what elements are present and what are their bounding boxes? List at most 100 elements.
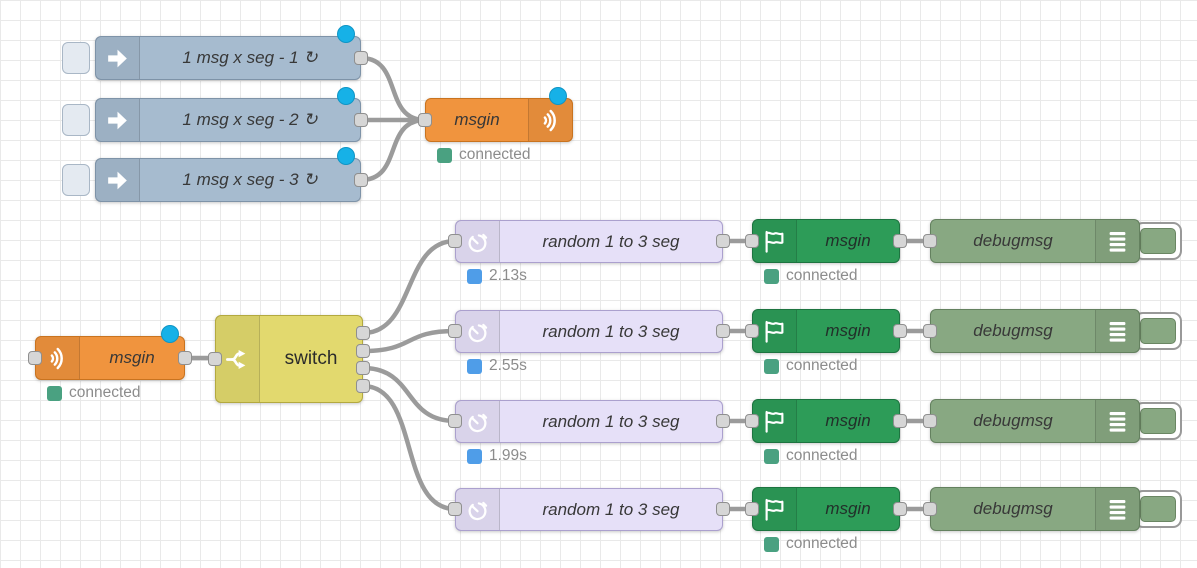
debug-label-4: debugmsg <box>973 499 1053 518</box>
port[interactable] <box>178 351 192 365</box>
debug-toggle-3[interactable] <box>1134 402 1182 440</box>
port[interactable] <box>716 234 730 248</box>
inject-button-3[interactable] <box>62 164 90 196</box>
mqtt-green-label-4: msgin <box>825 499 871 518</box>
status-dot-connected <box>47 385 62 401</box>
port[interactable] <box>356 379 370 393</box>
flag-icon <box>753 310 797 352</box>
inject-node-3[interactable]: 1 msg x seg - 3 ↻ <box>95 158 361 202</box>
mqtt-green-node-4[interactable]: msgin <box>752 487 900 531</box>
changed-marker <box>337 87 355 105</box>
port[interactable] <box>923 414 937 428</box>
mqtt-green-node-2[interactable]: msgin <box>752 309 900 353</box>
status-mqtt-out-top: connected <box>437 147 531 163</box>
inject-node-1[interactable]: 1 msg x seg - 1 ↻ <box>95 36 361 80</box>
status-mqtt-green-3: connected <box>764 448 858 464</box>
status-delay-2: 2.55s <box>467 358 527 374</box>
port[interactable] <box>716 324 730 338</box>
debug-label-3: debugmsg <box>973 411 1053 430</box>
list-icon <box>1095 488 1139 530</box>
inject-button-1[interactable] <box>62 42 90 74</box>
delay-label-4: random 1 to 3 seg <box>542 499 680 519</box>
debug-toggle-state <box>1140 318 1176 344</box>
delay-node-4[interactable]: random 1 to 3 seg <box>455 488 723 531</box>
debug-toggle-state <box>1140 228 1176 254</box>
wire[interactable] <box>360 328 458 354</box>
port[interactable] <box>923 502 937 516</box>
port[interactable] <box>448 234 462 248</box>
inject-label-1: 1 msg x seg - 1 ↻ <box>182 48 318 67</box>
status-mqtt-green-2: connected <box>764 358 858 374</box>
mqtt-green-label-3: msgin <box>825 411 871 430</box>
wire[interactable] <box>360 238 458 336</box>
debug-toggle-4[interactable] <box>1134 490 1182 528</box>
changed-marker <box>337 25 355 43</box>
inject-label-3: 1 msg x seg - 3 ↻ <box>182 170 318 189</box>
debug-node-3[interactable]: debugmsg <box>930 399 1140 443</box>
status-dot-time <box>467 358 482 374</box>
switch-node[interactable]: switch <box>215 315 363 403</box>
status-mqtt-green-4: connected <box>764 536 858 552</box>
port[interactable] <box>893 502 907 516</box>
port[interactable] <box>356 344 370 358</box>
status-dot-connected <box>764 536 779 552</box>
port[interactable] <box>893 324 907 338</box>
debug-toggle-state <box>1140 496 1176 522</box>
port[interactable] <box>923 324 937 338</box>
inject-button-2[interactable] <box>62 104 90 136</box>
timer-icon <box>456 311 500 352</box>
mqtt-out-node-top[interactable]: msgin <box>425 98 573 142</box>
port[interactable] <box>354 173 368 187</box>
wire[interactable] <box>358 117 428 183</box>
port[interactable] <box>448 414 462 428</box>
wire[interactable] <box>360 383 458 512</box>
debug-toggle-1[interactable] <box>1134 222 1182 260</box>
port[interactable] <box>893 414 907 428</box>
broadcast-icon <box>528 99 572 141</box>
port[interactable] <box>418 113 432 127</box>
fork-icon <box>216 316 260 402</box>
port[interactable] <box>745 234 759 248</box>
wire[interactable] <box>358 55 428 123</box>
delay-node-2[interactable]: random 1 to 3 seg <box>455 310 723 353</box>
debug-node-4[interactable]: debugmsg <box>930 487 1140 531</box>
mqtt-green-node-1[interactable]: msgin <box>752 219 900 263</box>
port[interactable] <box>208 352 222 366</box>
broadcast-icon <box>36 337 80 379</box>
delay-node-3[interactable]: random 1 to 3 seg <box>455 400 723 443</box>
delay-node-1[interactable]: random 1 to 3 seg <box>455 220 723 263</box>
port[interactable] <box>354 51 368 65</box>
port[interactable] <box>923 234 937 248</box>
port[interactable] <box>448 502 462 516</box>
port[interactable] <box>354 113 368 127</box>
debug-node-1[interactable]: debugmsg <box>930 219 1140 263</box>
port[interactable] <box>716 502 730 516</box>
mqtt-in-node-left[interactable]: msgin <box>35 336 185 380</box>
debug-toggle-2[interactable] <box>1134 312 1182 350</box>
port[interactable] <box>745 414 759 428</box>
port[interactable] <box>716 414 730 428</box>
debug-node-2[interactable]: debugmsg <box>930 309 1140 353</box>
arrow-right-icon <box>96 99 140 141</box>
flag-icon <box>753 488 797 530</box>
arrow-right-icon <box>96 159 140 201</box>
port[interactable] <box>745 502 759 516</box>
mqtt-green-node-3[interactable]: msgin <box>752 399 900 443</box>
debug-toggle-state <box>1140 408 1176 434</box>
inject-node-2[interactable]: 1 msg x seg - 2 ↻ <box>95 98 361 142</box>
port[interactable] <box>893 234 907 248</box>
port[interactable] <box>28 351 42 365</box>
list-icon <box>1095 400 1139 442</box>
arrow-right-icon <box>96 37 140 79</box>
flag-icon <box>753 400 797 442</box>
mqtt-in-label: msgin <box>109 348 155 367</box>
status-delay-1: 2.13s <box>467 268 527 284</box>
port[interactable] <box>745 324 759 338</box>
status-mqtt-green-1: connected <box>764 268 858 284</box>
port[interactable] <box>448 324 462 338</box>
status-dot-connected <box>764 268 779 284</box>
wire[interactable] <box>360 365 458 424</box>
port[interactable] <box>356 361 370 375</box>
port[interactable] <box>356 326 370 340</box>
